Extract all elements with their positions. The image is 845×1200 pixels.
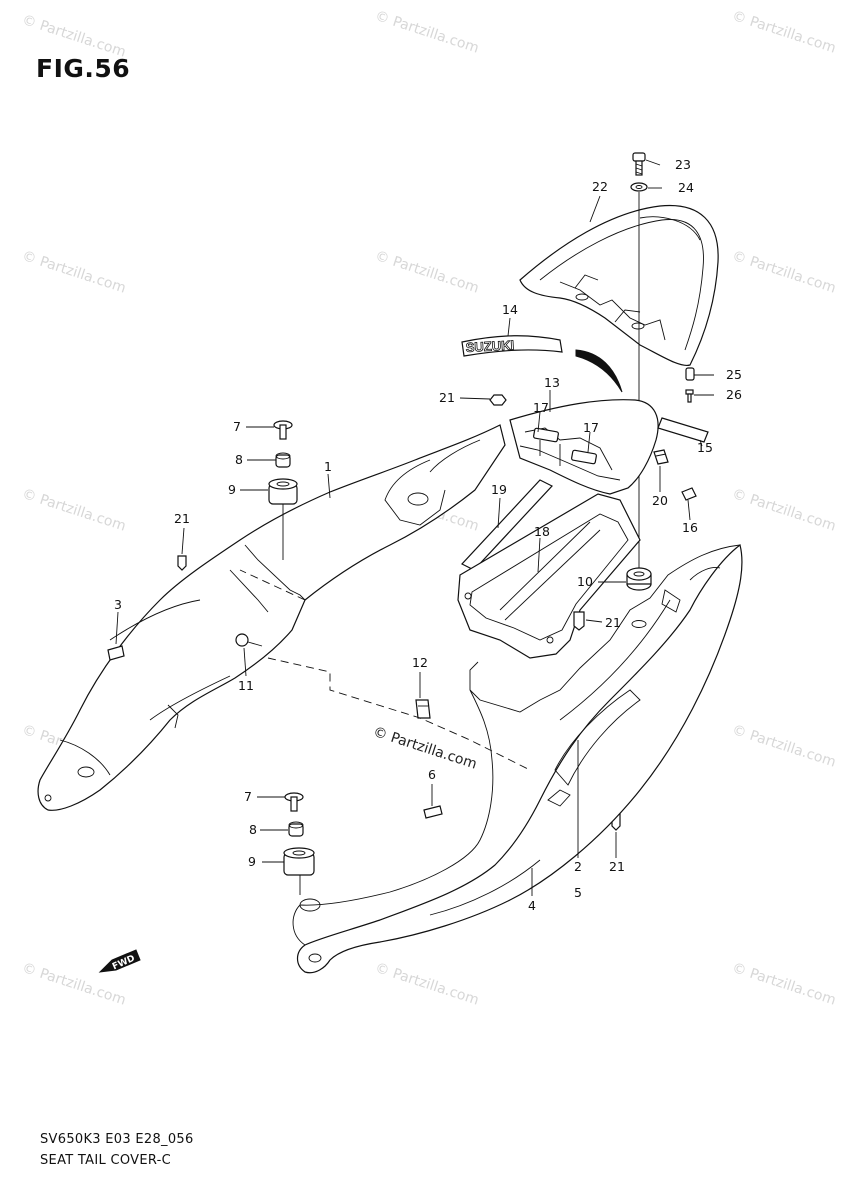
callout-label: 8: [249, 822, 257, 837]
clip-21-left-part: [177, 555, 187, 571]
callout-label: 9: [248, 854, 256, 869]
callout-label: 10: [577, 574, 593, 589]
cushion-16-part: [681, 487, 697, 501]
callout-label: 8: [235, 452, 243, 467]
callout-label: 15: [697, 440, 713, 455]
callout-label: 17: [533, 400, 549, 415]
clip-21-mid-part: [573, 611, 585, 631]
callout-label: 14: [502, 302, 518, 317]
cushion-9-upper-part: [268, 478, 298, 505]
washer-24-part: [630, 182, 648, 192]
grommet-25-part: [685, 367, 695, 381]
grab-handle-part: [519, 204, 719, 367]
callout-label: 19: [491, 482, 507, 497]
callout-label: 5: [574, 885, 582, 900]
callout-label: 21: [439, 390, 455, 405]
cushion-17-part: [533, 427, 597, 465]
callout-label: 7: [244, 789, 252, 804]
callout-label: 7: [233, 419, 241, 434]
suzuki-emblem-part: SUZUKI: [461, 335, 563, 357]
screw-11-part: [235, 633, 263, 647]
leader-lines: [115, 159, 714, 896]
frame-cover-1-part: [37, 424, 506, 811]
screw-26-part: [685, 389, 694, 403]
callout-label: 24: [678, 180, 694, 195]
callout-label: 3: [114, 597, 122, 612]
callout-label: 17: [583, 420, 599, 435]
cushion-9-lower-part: [283, 847, 315, 876]
tail-light-lens-shape: [575, 349, 623, 393]
bolt-7-upper-part: [273, 420, 293, 440]
collar-8-lower-part: [288, 821, 304, 837]
bolt-23-part: [632, 152, 646, 176]
collar-8-upper-part: [275, 452, 291, 468]
cushion-6-part: [423, 805, 443, 819]
callout-label: 16: [682, 520, 698, 535]
callout-label: 21: [174, 511, 190, 526]
nut-21-a-part: [489, 394, 507, 406]
assembly-line: [267, 657, 531, 771]
callout-label: 21: [609, 859, 625, 874]
diagram-code: SV650K3 E03 E28_056: [40, 1132, 194, 1147]
cushion-15-part: [657, 417, 709, 443]
callout-label: 23: [675, 157, 691, 172]
callout-label: 20: [652, 493, 668, 508]
forward-arrow-icon: [98, 949, 141, 973]
grommet-10-part: [626, 567, 652, 591]
clip-12-part: [415, 699, 431, 719]
callout-label: 22: [592, 179, 608, 194]
figure-title: FIG.56: [36, 54, 131, 83]
callout-label: 11: [238, 678, 254, 693]
callout-label: 12: [412, 655, 428, 670]
diagram-title: SEAT TAIL COVER-C: [40, 1153, 172, 1168]
callout-label: 26: [726, 387, 742, 402]
cushion-3-part: [107, 645, 125, 661]
bracket-18-part: [457, 493, 641, 659]
callout-label: 18: [534, 524, 550, 539]
callout-label: 13: [544, 375, 560, 390]
bolt-7-lower-part: [284, 792, 304, 812]
callout-label: 4: [528, 898, 536, 913]
assembly-line: [239, 569, 306, 601]
emblem-text: SUZUKI: [465, 337, 514, 355]
callout-label: 2: [574, 859, 582, 874]
seat-tail-cover-13-part: [509, 399, 659, 495]
callout-label: 9: [228, 482, 236, 497]
callout-label: 6: [428, 767, 436, 782]
callout-label: 25: [726, 367, 742, 382]
frame-cover-4-part: [292, 543, 743, 974]
callout-label: 21: [605, 615, 621, 630]
clip-20-part: [653, 449, 669, 465]
callout-label: 1: [324, 459, 332, 474]
